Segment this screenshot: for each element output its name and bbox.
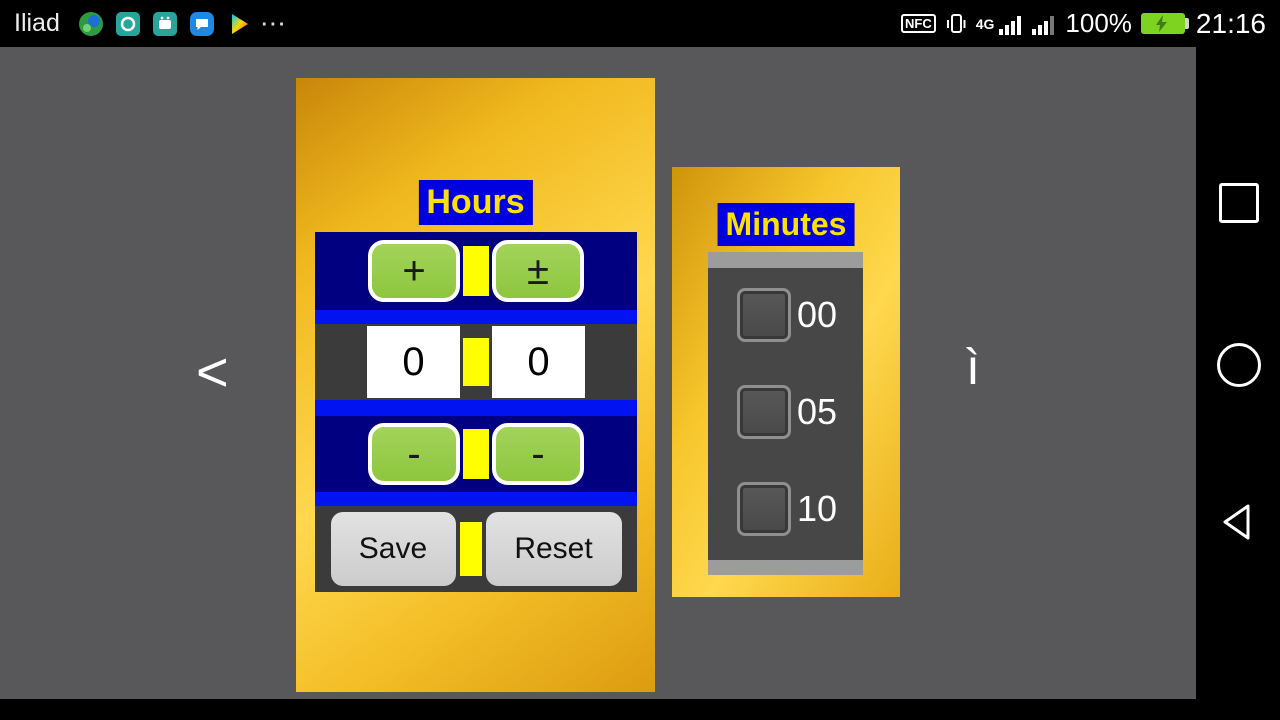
android-app-notification-icon (152, 11, 178, 37)
reset-button[interactable]: Reset (485, 512, 622, 586)
status-bar: Iliad ⋯ (0, 0, 1280, 47)
divider (459, 522, 482, 576)
minutes-00-label: 00 (797, 294, 838, 335)
hours-tens-value: 0 (367, 326, 460, 398)
notification-icons (78, 11, 252, 37)
signal-bars-icon-sim1 (997, 11, 1023, 37)
browser-notification-icon (78, 11, 104, 37)
list-bottom-bar (708, 560, 863, 575)
clock-label: 21:16 (1195, 7, 1266, 39)
divider-strip (315, 492, 637, 506)
minutes-00-checkbox[interactable] (737, 288, 791, 342)
vibrate-icon (943, 11, 969, 37)
minutes-10-label: 10 (797, 488, 838, 529)
home-button[interactable] (1217, 343, 1261, 387)
hours-tens-minus-button[interactable]: - (368, 423, 460, 485)
minutes-option-05: 05 (737, 385, 837, 439)
save-button[interactable]: Save (330, 512, 456, 586)
hours-title: Hours (418, 180, 533, 225)
next-page-glyph[interactable]: ì (966, 339, 980, 395)
hours-tens-plus-button[interactable]: + (368, 240, 460, 302)
hours-ones-value: 0 (492, 326, 585, 398)
hours-panel: Hours + ± 0 0 - - Save Re (296, 78, 655, 692)
hours-decrement-row: - - (315, 416, 637, 492)
signal-bars-icon-sim2 (1030, 11, 1056, 37)
minutes-10-checkbox[interactable] (737, 482, 791, 536)
recents-button[interactable] (1219, 183, 1259, 223)
divider (463, 338, 489, 386)
save-reset-row: Save Reset (315, 506, 637, 592)
hours-controls: + ± 0 0 - - Save Reset (315, 232, 637, 592)
minutes-option-10: 10 (737, 482, 837, 536)
network-type-label: 4G (975, 15, 995, 32)
minutes-option-00: 00 (737, 288, 837, 342)
status-indicators: NFC 4G 100% 21:16 (901, 8, 1266, 40)
divider-strip (315, 400, 637, 416)
hours-ones-minus-button[interactable]: - (492, 423, 584, 485)
back-button[interactable] (1218, 502, 1258, 547)
divider (463, 429, 489, 479)
hours-increment-row: + ± (315, 232, 637, 310)
carrier-label: Iliad (14, 9, 60, 37)
teal-app-notification-icon (115, 11, 141, 37)
battery-percent-label: 100% (1065, 8, 1132, 38)
battery-icon (1140, 13, 1189, 34)
minutes-05-checkbox[interactable] (737, 385, 791, 439)
android-nav-bar (1196, 0, 1280, 720)
minutes-title: Minutes (717, 203, 855, 246)
hours-value-row: 0 0 (315, 324, 637, 400)
minutes-panel: Minutes 00 05 10 (672, 167, 900, 597)
nfc-icon: NFC (901, 14, 936, 33)
hours-ones-plus-button[interactable]: ± (492, 240, 584, 302)
divider (463, 246, 489, 296)
play-store-notification-icon (226, 11, 252, 37)
minutes-05-label: 05 (797, 391, 838, 432)
divider-strip (315, 310, 637, 324)
messenger-notification-icon (189, 11, 215, 37)
minutes-list: 00 05 10 (708, 252, 863, 575)
overflow-dots-icon: ⋯ (259, 8, 288, 38)
bottom-bezel (0, 699, 1280, 720)
previous-page-arrow[interactable]: < (196, 340, 229, 403)
list-top-bar (708, 252, 863, 268)
